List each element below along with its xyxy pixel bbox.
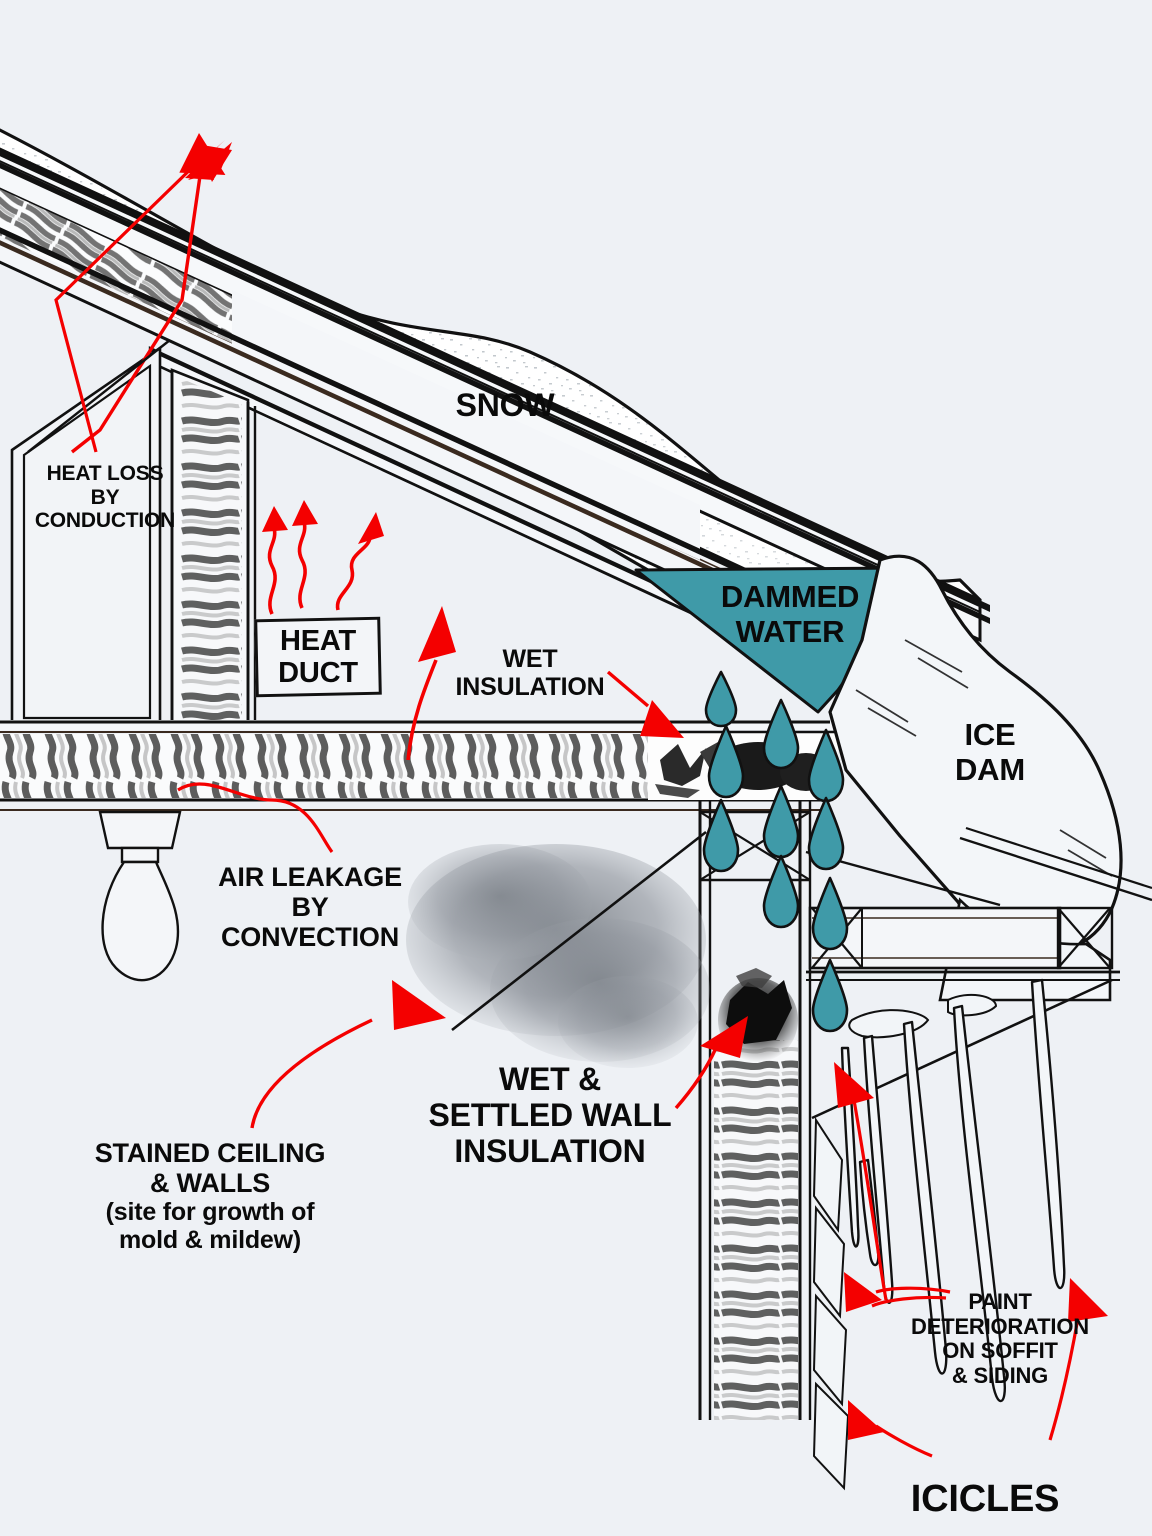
heat-loss-red-leader [54, 144, 232, 453]
interior-wall [698, 800, 812, 1420]
label-icicles: ICICLES [910, 1478, 1060, 1520]
label-stained-main: STAINED CEILING & WALLS [94, 1138, 326, 1199]
water-drops [702, 670, 849, 1033]
label-heat-duct: HEAT DUCT [278, 625, 358, 690]
label-air-leakage-by-convection: AIR LEAKAGE BY CONVECTION [218, 862, 402, 953]
fascia-siding [811, 978, 1113, 1491]
gable-wall-framing [10, 345, 257, 728]
pendant-light-fixture [98, 810, 182, 982]
ceiling-stain [406, 844, 710, 1068]
label-wet-insulation: WET INSULATION [455, 645, 605, 701]
heat-loss-leader [27, 339, 171, 453]
label-ice-dam: ICE DAM [955, 717, 1025, 787]
ceiling-junction-line [451, 830, 707, 1032]
soffit-box [805, 826, 1152, 981]
label-wet-settled-wall-insulation: WET & SETTLED WALL INSULATION [428, 1061, 672, 1169]
annotation-arrows [70, 132, 1108, 1458]
label-heat-loss-by-conduction: HEAT LOSS BY CONDUCTION [34, 462, 176, 533]
label-paint-deterioration: PAINT DETERIORATION ON SOFFIT & SIDING [911, 1289, 1089, 1388]
label-dammed-water: DAMMED WATER [720, 579, 860, 649]
label-stained-ceiling-walls: STAINED CEILING & WALLS(site for growth … [45, 1138, 375, 1254]
label-stained-paren: (site for growth of mold & mildew) [105, 1198, 315, 1255]
label-snow: SNOW [455, 387, 555, 423]
